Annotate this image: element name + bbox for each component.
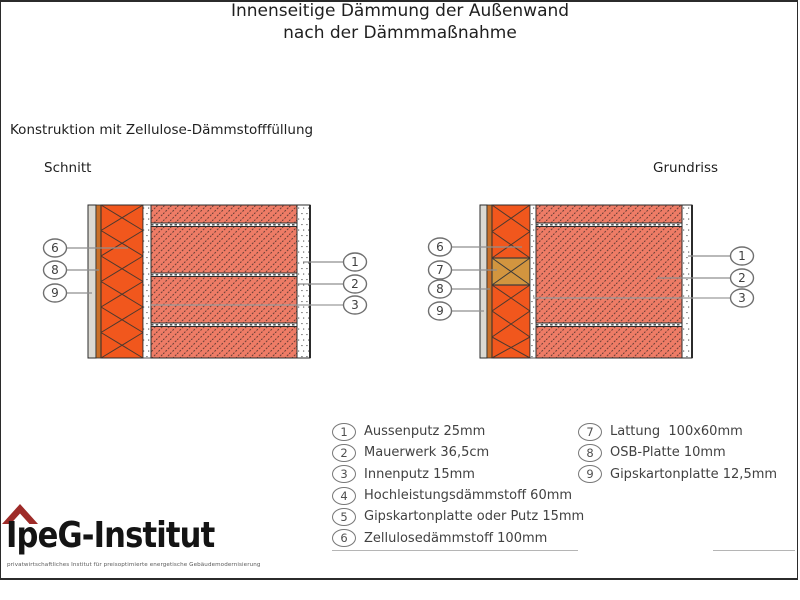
callout-number: 8: [51, 263, 59, 277]
legend-label: Lattung 100x60mm: [610, 424, 743, 440]
grundriss-drawing: 6 7 8 9 1 2 3: [427, 204, 755, 359]
callout-circle: [42, 260, 68, 280]
callout-circle: [427, 279, 453, 299]
legend-circle: 3: [332, 465, 356, 484]
lattung-block: [491, 257, 531, 286]
legend-circle: 9: [578, 465, 602, 484]
callout-number: 1: [738, 249, 746, 263]
aussenputz-layer: [296, 204, 311, 359]
legend-label: Gipskartonplatte 12,5mm: [610, 466, 778, 482]
schnitt-left-callouts: 6 8 9: [42, 238, 128, 303]
osb-layer: [486, 204, 493, 359]
legend-label: Aussenputz 25mm: [364, 424, 486, 440]
aussenputz-layer: [681, 204, 693, 359]
legend-item-9: 9 Gipskartonplatte 12,5mm: [578, 464, 777, 485]
callout-circle: [729, 288, 755, 308]
page-title-line2: nach der Dämmmaßnahme: [283, 23, 517, 43]
logo-wordmark: IpeG-Institut: [6, 515, 215, 556]
legend-underline-right: [713, 550, 795, 551]
callout-number: 7: [436, 263, 444, 277]
legend-circle: 5: [332, 507, 356, 526]
gips-layer: [87, 204, 97, 359]
legend-circle: 8: [578, 443, 602, 462]
plan-view-label: Grundriss: [653, 160, 719, 176]
legend-label: Innenputz 15mm: [364, 466, 475, 482]
legend-column-right: 7 Lattung 100x60mm 8 OSB-Platte 10mm 9 G…: [578, 421, 777, 485]
gips-layer: [479, 204, 488, 359]
insulation-pattern: [100, 204, 144, 359]
legend-label: Mauerwerk 36,5cm: [364, 445, 490, 461]
legend-circle: 2: [332, 443, 356, 462]
callout-number: 3: [738, 291, 746, 305]
legend-label: Gipskartonplatte oder Putz 15mm: [364, 509, 585, 525]
callout-circle: [427, 237, 453, 257]
legend-circle: 1: [332, 422, 356, 441]
innenputz-layer: [142, 204, 152, 359]
callout-circle: [342, 295, 368, 315]
masonry-layer: [150, 204, 298, 359]
callout-circle: [729, 268, 755, 288]
callout-number: 6: [51, 241, 59, 255]
legend-item-8: 8 OSB-Platte 10mm: [578, 442, 777, 463]
callout-number: 3: [351, 298, 359, 312]
innenputz-layer: [529, 204, 537, 359]
section-view-label: Schnitt: [44, 160, 92, 176]
callout-number: 9: [436, 304, 444, 318]
callout-number: 1: [351, 255, 359, 269]
logo-roof-icon: [2, 504, 38, 524]
callout-number: 8: [436, 282, 444, 296]
legend-item-7: 7 Lattung 100x60mm: [578, 421, 777, 442]
insulation-layer: [100, 204, 144, 359]
callout-circle: [342, 274, 368, 294]
logo-tagline: privatwirtschaftliches Institut für prei…: [7, 562, 261, 568]
legend-item-3: 3 Innenputz 15mm: [332, 464, 584, 485]
callout-number: 2: [351, 277, 359, 291]
callout-circle: [42, 238, 68, 258]
page-border: [0, 0, 798, 580]
legend-item-1: 1 Aussenputz 25mm: [332, 421, 584, 442]
legend-column-left: 1 Aussenputz 25mm 2 Mauerwerk 36,5cm 3 I…: [332, 421, 584, 549]
callout-circle: [427, 301, 453, 321]
page-title-line1: Innenseitige Dämmung der Außenwand: [230, 1, 570, 21]
mortar-joints: [151, 224, 297, 326]
mortar-joints: [536, 224, 682, 326]
callout-circle: [342, 252, 368, 272]
callout-number: 9: [51, 286, 59, 300]
legend-circle: 7: [578, 422, 602, 441]
schnitt-right-callouts: 1 2 3: [150, 252, 368, 315]
legend-item-2: 2 Mauerwerk 36,5cm: [332, 442, 584, 463]
legend-label: OSB-Platte 10mm: [610, 445, 726, 461]
callout-number: 6: [436, 240, 444, 254]
grundriss-left-callouts: 6 7 8 9: [427, 237, 522, 321]
legend-circle: 6: [332, 529, 356, 548]
callout-number: 2: [738, 271, 746, 285]
construction-subtitle: Konstruktion mit Zellulose-Dämmstofffüll…: [10, 122, 314, 138]
legend-item-6: 6 Zellulosedämmstoff 100mm: [332, 527, 584, 548]
grundriss-right-callouts: 1 2 3: [533, 246, 755, 308]
legend-item-5: 5 Gipskartonplatte oder Putz 15mm: [332, 506, 584, 527]
callout-circle: [729, 246, 755, 266]
osb-layer: [95, 204, 102, 359]
legend-item-4: 4 Hochleistungsdämmstoff 60mm: [332, 485, 584, 506]
page-title: Innenseitige Dämmung der Außenwand nach …: [0, 0, 800, 44]
legend-underline-left: [332, 550, 578, 551]
callout-circle: [427, 260, 453, 280]
insulation-pattern: [491, 204, 531, 359]
legend-label: Zellulosedämmstoff 100mm: [364, 530, 548, 546]
schnitt-drawing: 6 8 9 1 2 3: [42, 204, 368, 359]
legend-circle: 4: [332, 486, 356, 505]
masonry-layer: [535, 204, 683, 359]
callout-circle: [42, 283, 68, 303]
legend-label: Hochleistungsdämmstoff 60mm: [364, 488, 573, 504]
